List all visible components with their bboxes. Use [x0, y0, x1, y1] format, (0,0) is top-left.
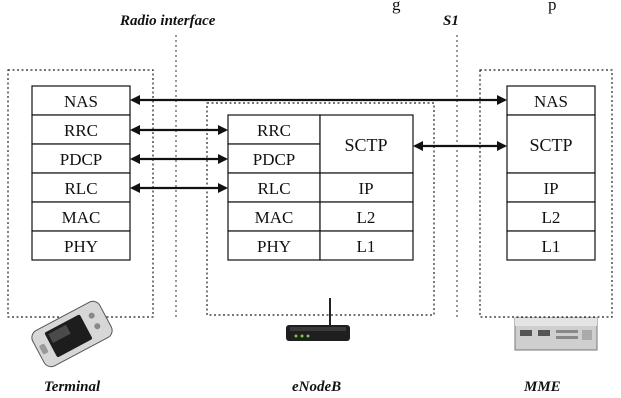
enodeb-layer-ip: IP [358, 179, 373, 198]
terminal-layer-rrc: RRC [64, 121, 98, 140]
terminal-layer-mac: MAC [62, 208, 101, 227]
mme-layer-nas-box [506, 85, 596, 116]
enodeb-layer-rlc-box [227, 172, 321, 203]
enodeb-layer-phy-box [227, 230, 321, 261]
terminal-layer-rlc: RLC [64, 179, 97, 198]
enodeb-layer-mac-box [227, 201, 321, 232]
enodeb-caption: eNodeB [292, 379, 341, 395]
enodeb-layer-pdcp-box [227, 143, 321, 174]
enodeb-layer-mac: MAC [255, 208, 294, 227]
terminal-stack: NAS RRC PDCP RLC MAC PHY [31, 85, 131, 261]
mme-layer-l2-box [506, 201, 596, 232]
mme-stack: NAS SCTP IP L2 L1 [506, 85, 596, 261]
mme-layer-l1-box [506, 230, 596, 261]
mme-layer-ip: IP [543, 179, 558, 198]
enodeb-router-icon [286, 298, 350, 341]
mme-layer-l2: L2 [542, 208, 561, 227]
enodeb-layer-l2-box [319, 201, 414, 232]
mme-caption: MME [523, 379, 561, 395]
enodeb-layer-ip-box [319, 172, 414, 203]
terminal-layer-phy: PHY [64, 237, 98, 256]
enodeb-sctp-box [319, 114, 414, 174]
mme-layer-sctp-box [506, 114, 596, 174]
enodeb-layer-rlc: RLC [257, 179, 290, 198]
radio-interface-label: Radio interface [119, 13, 216, 29]
title-fragment-2: p [548, 0, 557, 14]
enodeb-layer-phy: PHY [257, 237, 291, 256]
enodeb-layer-l1: L1 [357, 237, 376, 256]
terminal-layer-nas-box [31, 85, 131, 116]
enodeb-layer-l2: L2 [357, 208, 376, 227]
terminal-layer-pdcp: PDCP [60, 150, 103, 169]
terminal-caption: Terminal [44, 379, 101, 395]
enodeb-layer-rrc: RRC [257, 121, 291, 140]
terminal-device-icon [31, 300, 113, 368]
title-fragment: g [392, 0, 401, 14]
mme-layer-l1: L1 [542, 237, 561, 256]
terminal-layer-phy-box [31, 230, 131, 261]
mme-server-icon [514, 317, 598, 351]
terminal-layer-rrc-box [31, 114, 131, 145]
mme-layer-ip-box [506, 172, 596, 203]
enodeb-layer-sctp: SCTP [344, 135, 387, 155]
s1-interface-label: S1 [443, 13, 459, 29]
enodeb-layer-pdcp: PDCP [253, 150, 296, 169]
mme-layer-sctp: SCTP [529, 135, 572, 155]
enodeb-stack: RRC PDCP RLC MAC PHY SCTP IP L2 L1 [227, 114, 414, 261]
terminal-layer-nas: NAS [64, 92, 98, 111]
mme-outline [479, 69, 613, 318]
terminal-layer-pdcp-box [31, 143, 131, 174]
enodeb-layer-l1-box [319, 230, 414, 261]
mme-layer-nas: NAS [534, 92, 568, 111]
